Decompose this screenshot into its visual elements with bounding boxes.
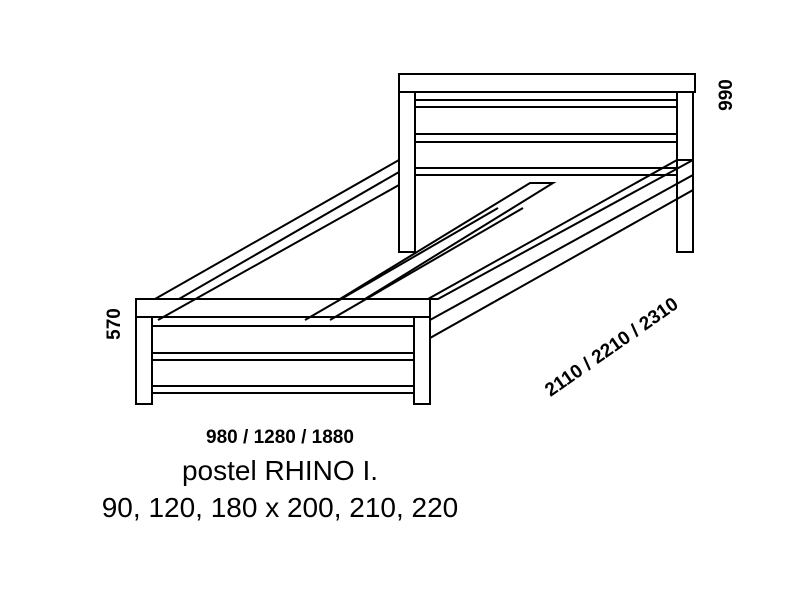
dimension-footboard-height: 570	[104, 308, 125, 340]
left-side-rail	[151, 158, 400, 321]
product-sizes: 90, 120, 180 x 200, 210, 220	[101, 492, 459, 523]
product-title: postel RHINO I.	[181, 455, 379, 486]
dimension-width: 980 / 1280 / 1880	[206, 427, 354, 448]
footboard	[135, 298, 431, 405]
headboard	[398, 73, 696, 253]
dimension-headboard-height: 990	[716, 79, 737, 111]
dimension-length: 2110 / 2210 / 2310	[541, 294, 682, 402]
